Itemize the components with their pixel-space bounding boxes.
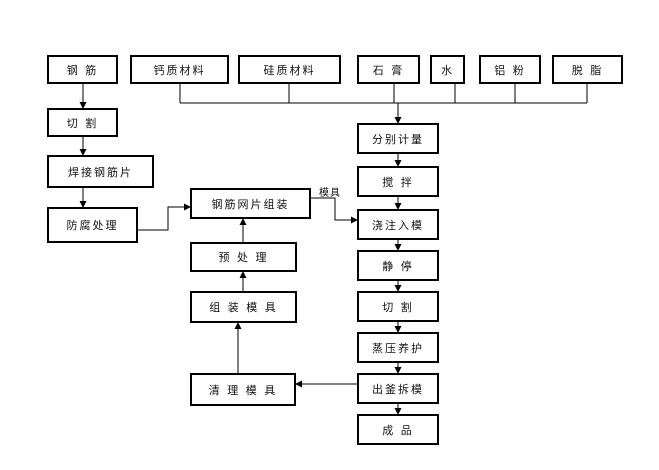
node-metering: 分别计量 [357,123,439,154]
node-gypsum: 石 膏 [357,55,420,84]
node-cut-block: 切 割 [357,291,439,322]
node-stirring: 搅 拌 [357,166,439,197]
node-mesh-assembly: 钢筋网片组装 [190,188,311,219]
node-clean-mold: 清 理 模 具 [190,373,296,406]
node-rebar: 钢 筋 [47,55,118,84]
node-pour: 浇注入模 [357,209,439,240]
node-weld-sheet: 焊接钢筋片 [47,155,154,188]
node-degrease: 脱 脂 [552,55,623,84]
node-pretreat: 预 处 理 [190,242,297,272]
node-product: 成 品 [357,414,439,445]
node-demold: 出釜拆模 [357,373,439,404]
node-water: 水 [430,55,465,84]
node-autoclave: 蒸压养护 [357,332,439,363]
node-rest: 静 停 [357,250,439,281]
edge-anticorrosion-to-mesh [138,203,191,231]
node-silica: 硅质材料 [238,55,341,84]
node-calcium: 钙质材料 [130,55,229,84]
edge-label-mold: 模具 [319,188,341,199]
node-cut-rebar: 切 割 [47,108,118,137]
node-assemble-mold: 组 装 模 具 [190,291,297,323]
node-anticorrosion: 防腐处理 [47,207,138,243]
node-aluminum: 铝 粉 [479,55,541,84]
edge-mesh-to-pour [311,197,358,224]
